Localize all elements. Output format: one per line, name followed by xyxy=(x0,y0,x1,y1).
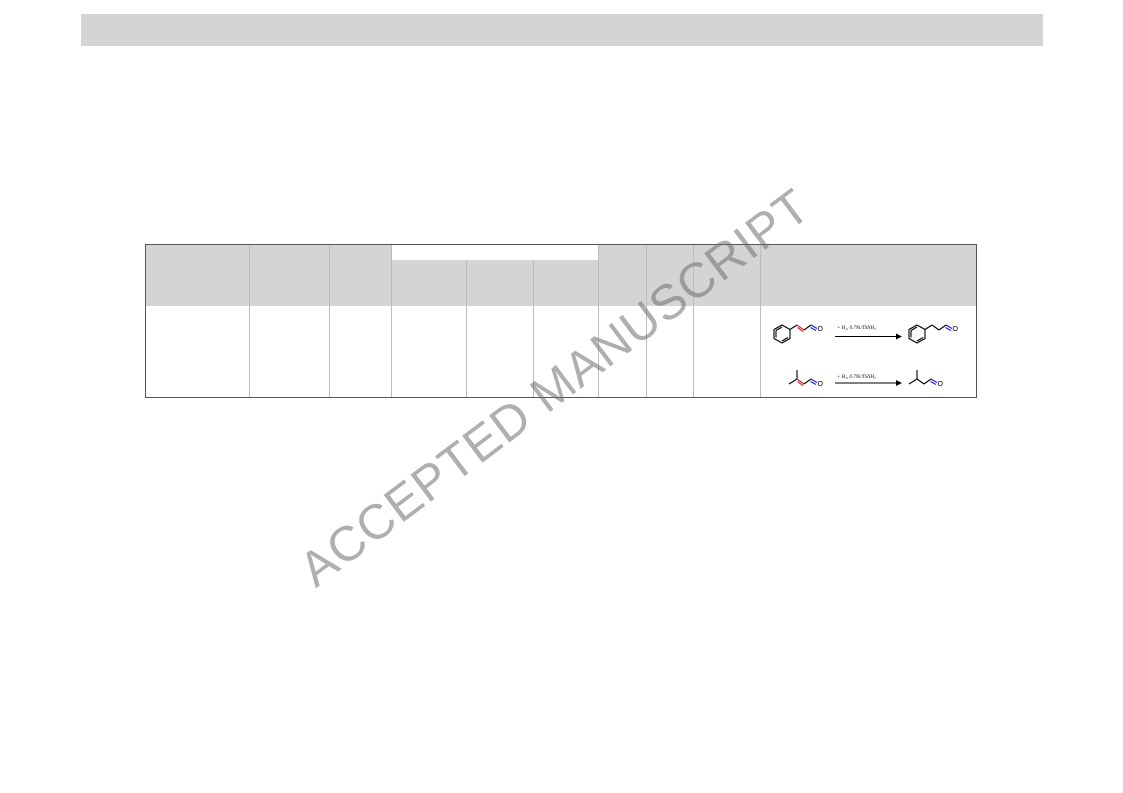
oxygen-label: O xyxy=(818,326,824,333)
co-double-bond xyxy=(810,378,818,385)
cc-double-bond xyxy=(796,324,805,332)
column-divider xyxy=(249,245,250,397)
column-divider xyxy=(760,245,761,397)
column-divider xyxy=(329,245,330,397)
reaction-conditions: + H₂, 0.7Ni/TSNH₂ xyxy=(837,375,876,380)
oxygen-label: O xyxy=(953,326,959,333)
column-divider xyxy=(533,260,534,397)
data-table: O + H₂, 0.7Ni/TSNH₂ O xyxy=(145,244,977,398)
co-double-bond xyxy=(810,324,818,331)
reaction-scheme-prenal: O + H₂, 0.7Ni/TSNH₂ O xyxy=(788,370,944,388)
table-header-group-span xyxy=(391,245,598,260)
co-double-bond xyxy=(945,324,953,331)
co-double-bond xyxy=(930,378,938,385)
reaction-scheme-cinnamaldehyde: O + H₂, 0.7Ni/TSNH₂ O xyxy=(773,324,959,344)
oxygen-label: O xyxy=(938,381,944,388)
reaction-arrow xyxy=(835,333,902,340)
reaction-conditions: + H₂, 0.7Ni/TSNH₂ xyxy=(837,326,876,331)
cc-double-bond xyxy=(796,378,805,386)
column-divider xyxy=(693,245,694,397)
column-divider xyxy=(598,245,599,397)
column-divider xyxy=(391,245,392,397)
reaction-arrow xyxy=(835,380,902,386)
column-divider xyxy=(466,260,467,397)
column-divider xyxy=(646,245,647,397)
page-header-bar xyxy=(81,14,1043,46)
oxygen-label: O xyxy=(818,381,824,388)
